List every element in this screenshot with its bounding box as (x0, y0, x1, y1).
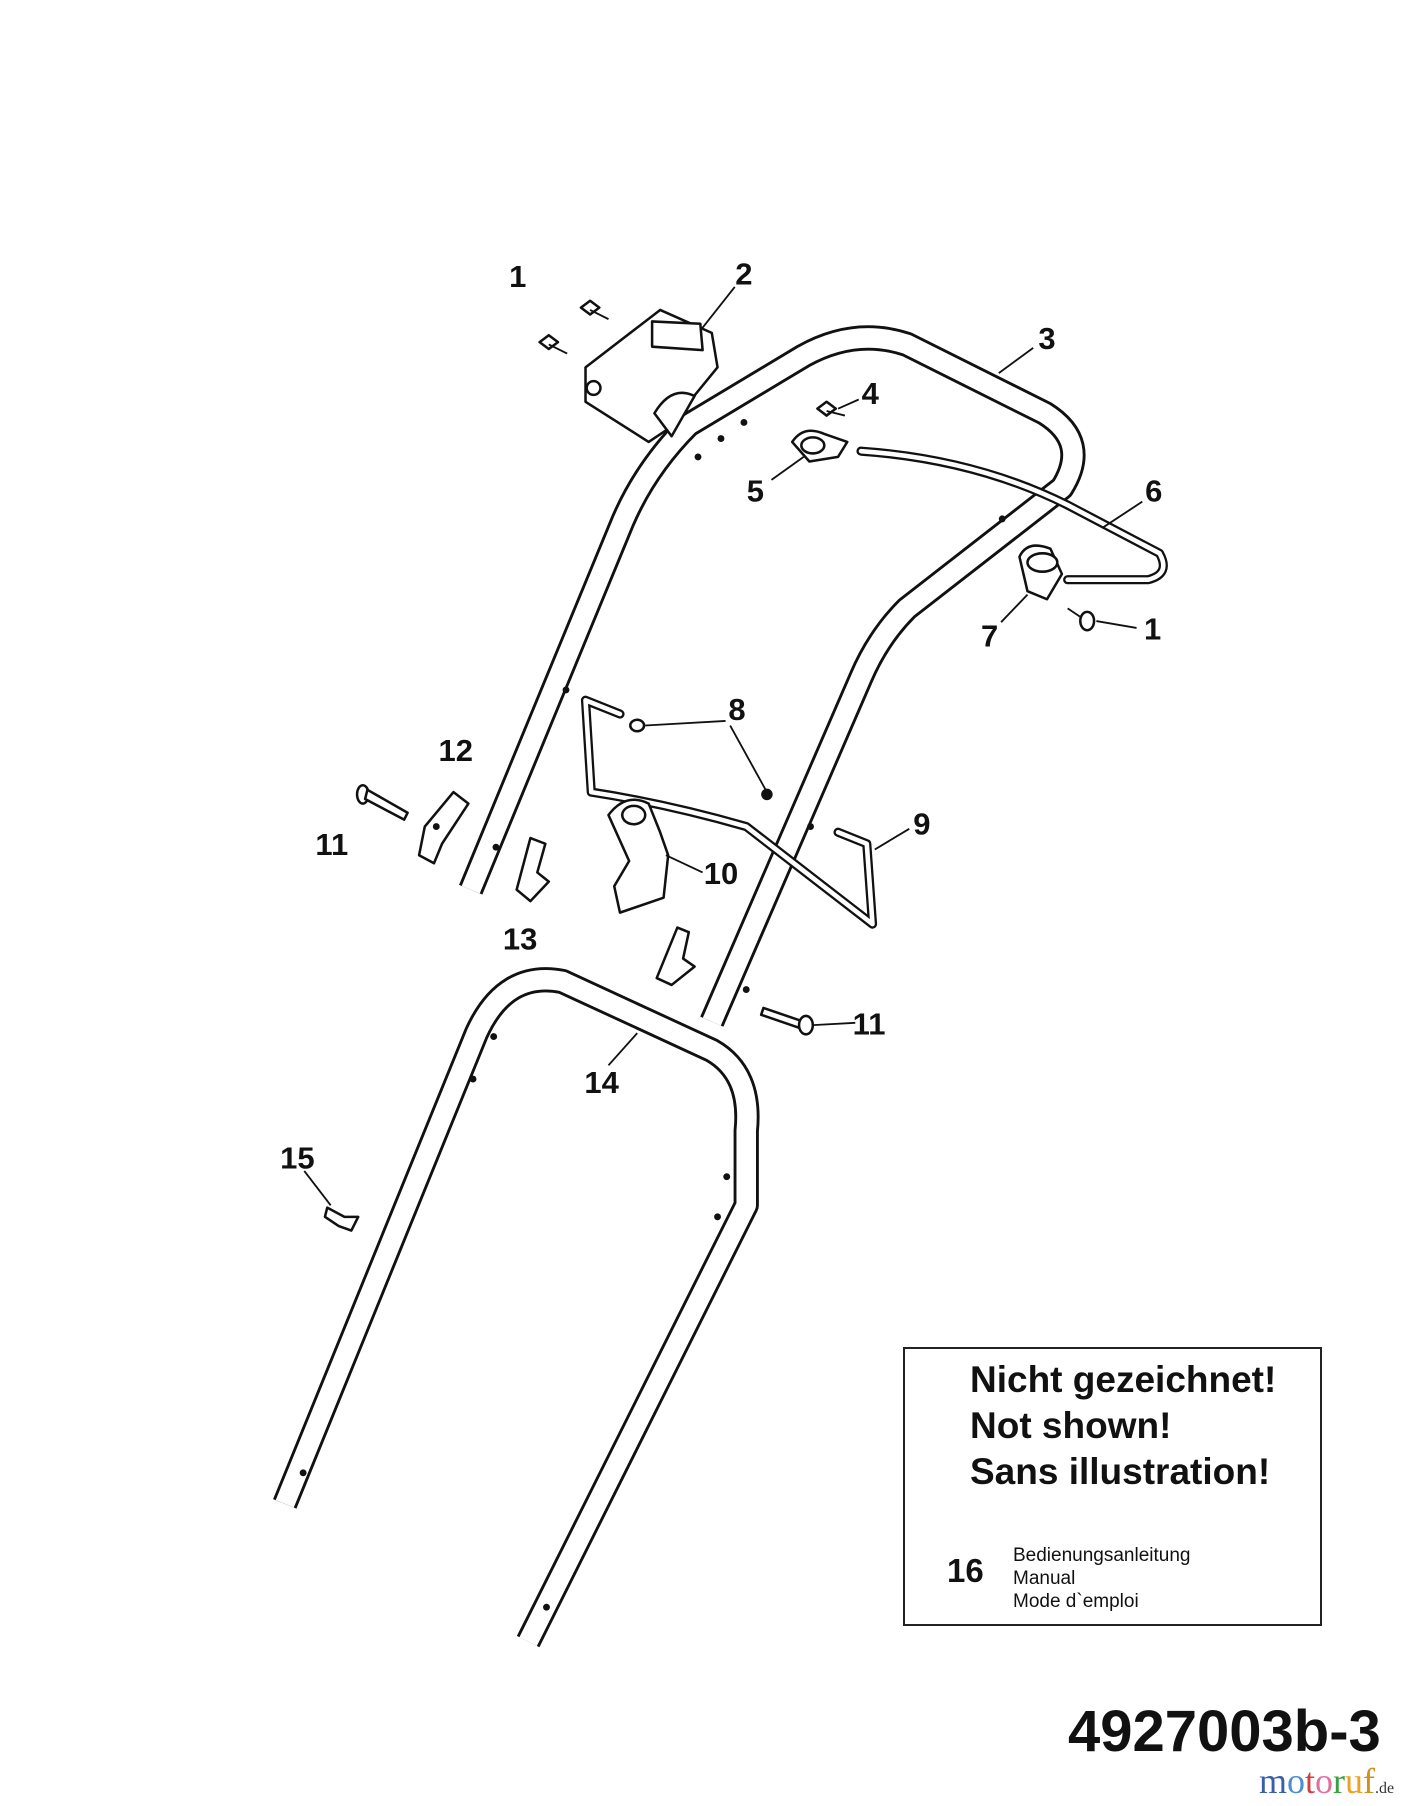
note-line-en: Not shown! (970, 1405, 1172, 1446)
bolt-11-left (355, 783, 409, 821)
item-number: 16 (947, 1552, 984, 1589)
bracket-12 (417, 790, 470, 865)
control-lever-10 (607, 798, 670, 914)
watermark-letter: o (1315, 1761, 1334, 1801)
callout-1-right: 1 (1144, 611, 1161, 646)
callout-6: 6 (1145, 474, 1162, 509)
callout-13: 13 (503, 921, 537, 956)
not-shown-note-box: Nicht gezeichnet! Not shown! Sans illust… (903, 1347, 1322, 1626)
watermark-letter: t (1305, 1761, 1316, 1801)
callout-7: 7 (981, 618, 998, 653)
callout-15: 15 (280, 1141, 314, 1176)
callout-12: 12 (439, 733, 473, 768)
bail-wire (580, 695, 878, 929)
watermark-letter: o (1287, 1761, 1306, 1801)
screw-1-top (538, 299, 609, 355)
clip-15 (323, 1206, 360, 1232)
screw-1-right (1067, 607, 1096, 632)
clamp-5 (790, 429, 849, 463)
callout-8: 8 (728, 692, 745, 727)
cable-housing (584, 308, 719, 444)
callout-14: 14 (584, 1065, 619, 1100)
clamp-7 (1018, 544, 1064, 601)
washer-8 (629, 718, 773, 801)
item-desc-en: Manual (1013, 1568, 1076, 1589)
watermark-letter: u (1345, 1761, 1364, 1801)
knob-13 (515, 836, 696, 987)
note-line-fr: Sans illustration! (970, 1451, 1271, 1492)
watermark-letter: r (1333, 1761, 1346, 1801)
watermark-tld: .de (1375, 1780, 1395, 1797)
cable (856, 446, 1168, 585)
callout-4: 4 (862, 376, 880, 411)
lower-handle (273, 967, 760, 1648)
watermark-letter: f (1363, 1761, 1376, 1801)
callout-2: 2 (735, 257, 752, 292)
callout-5: 5 (747, 474, 764, 509)
callouts: 1 2 3 4 5 6 7 1 8 12 11 9 10 13 11 14 15 (280, 257, 1162, 1176)
callout-11-left: 11 (315, 827, 348, 862)
callout-1: 1 (509, 259, 526, 294)
callout-9: 9 (913, 807, 930, 842)
item-desc-fr: Mode d`emploi (1013, 1591, 1139, 1612)
upper-handle (459, 325, 1086, 1027)
callout-10: 10 (704, 856, 738, 891)
leader-lines (303, 286, 1143, 1206)
callout-11-right: 11 (853, 1006, 886, 1041)
note-line-de: Nicht gezeichnet! (970, 1359, 1277, 1400)
drawing-number: 4927003b-3 (1068, 1699, 1381, 1764)
screw-4 (816, 400, 846, 417)
bolt-11-right (759, 1006, 815, 1036)
watermark-logo: motoruf.de (1259, 1761, 1394, 1801)
item-desc-de: Bedienungsanleitung (1013, 1545, 1191, 1566)
watermark-letter: m (1259, 1761, 1288, 1801)
callout-3: 3 (1038, 321, 1055, 356)
